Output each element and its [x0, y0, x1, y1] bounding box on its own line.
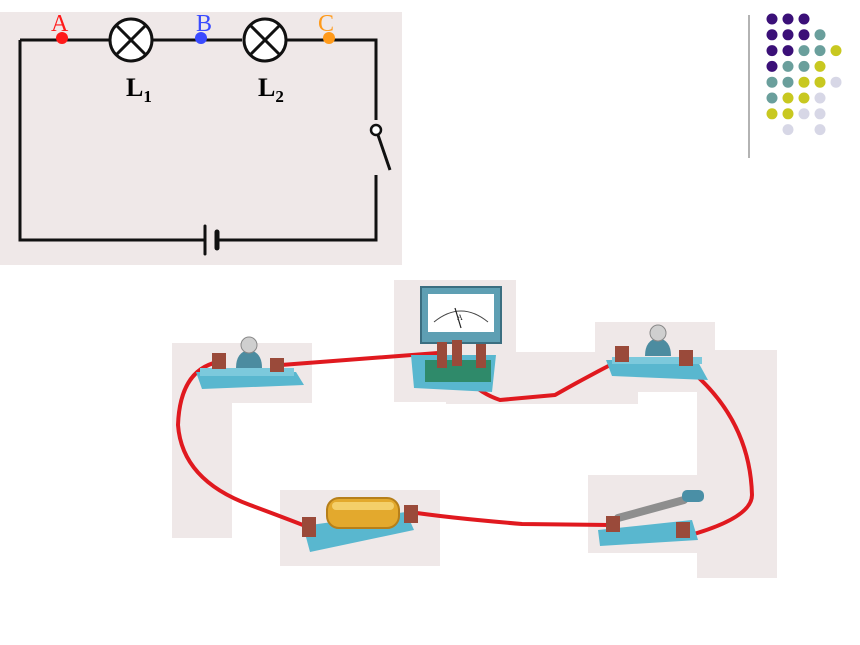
- decor-dot: [798, 92, 810, 104]
- decor-dot: [766, 92, 778, 104]
- decor-dot: [798, 29, 810, 41]
- photo-knife-switch: [598, 490, 704, 546]
- photo-battery: [302, 497, 418, 552]
- decor-dot: [782, 108, 794, 120]
- decor-dot: [798, 108, 810, 120]
- photo-lamp-1: [196, 336, 304, 389]
- decor-dot: [798, 60, 810, 72]
- circuit-schematic: L1 L2 A B C: [0, 11, 402, 265]
- decor-dot: [766, 29, 778, 41]
- lamp-l2-symbol: [242, 17, 288, 63]
- decor-dot: [814, 92, 826, 104]
- decor-dot: [830, 45, 842, 57]
- photo-lamp-2: [606, 324, 708, 380]
- decor-dot: [798, 76, 810, 88]
- point-b-label: B: [196, 11, 212, 37]
- decor-dot: [782, 92, 794, 104]
- decor-dot: [814, 60, 826, 72]
- decor-dot: [766, 76, 778, 88]
- decor-dot: [766, 60, 778, 72]
- battery-symbol: [203, 224, 220, 256]
- decorative-dot-grid: [748, 13, 842, 158]
- decor-dot: [798, 45, 810, 57]
- point-c-dot: [323, 32, 335, 44]
- decor-dot: [814, 45, 826, 57]
- decor-dot: [814, 124, 826, 136]
- switch-symbol: [369, 123, 392, 171]
- schematic-panel: [0, 12, 402, 265]
- lamp-l1-symbol: [108, 17, 154, 63]
- circuit-photo: A: [172, 280, 777, 578]
- decor-dot: [782, 60, 794, 72]
- decor-dot: [814, 76, 826, 88]
- decor-dot: [782, 124, 794, 136]
- point-a-dot: [56, 32, 68, 44]
- photo-ammeter: A: [411, 286, 502, 392]
- decor-dot: [766, 45, 778, 57]
- decor-dot: [830, 76, 842, 88]
- decor-dot: [782, 76, 794, 88]
- decor-dot: [782, 13, 794, 25]
- point-c-label: C: [318, 11, 334, 37]
- point-a-label: A: [51, 11, 69, 37]
- decor-dot: [814, 29, 826, 41]
- lamp-l1-label: L1: [126, 73, 152, 106]
- decor-dot: [814, 108, 826, 120]
- decor-dot: [766, 108, 778, 120]
- schematic-wires: [18, 38, 378, 242]
- lamp-l2-label: L2: [258, 73, 284, 106]
- decor-dot: [782, 29, 794, 41]
- decor-dot: [782, 45, 794, 57]
- point-b-dot: [195, 32, 207, 44]
- decor-dot: [766, 13, 778, 25]
- svg-text:A: A: [457, 313, 463, 322]
- decor-dot: [798, 13, 810, 25]
